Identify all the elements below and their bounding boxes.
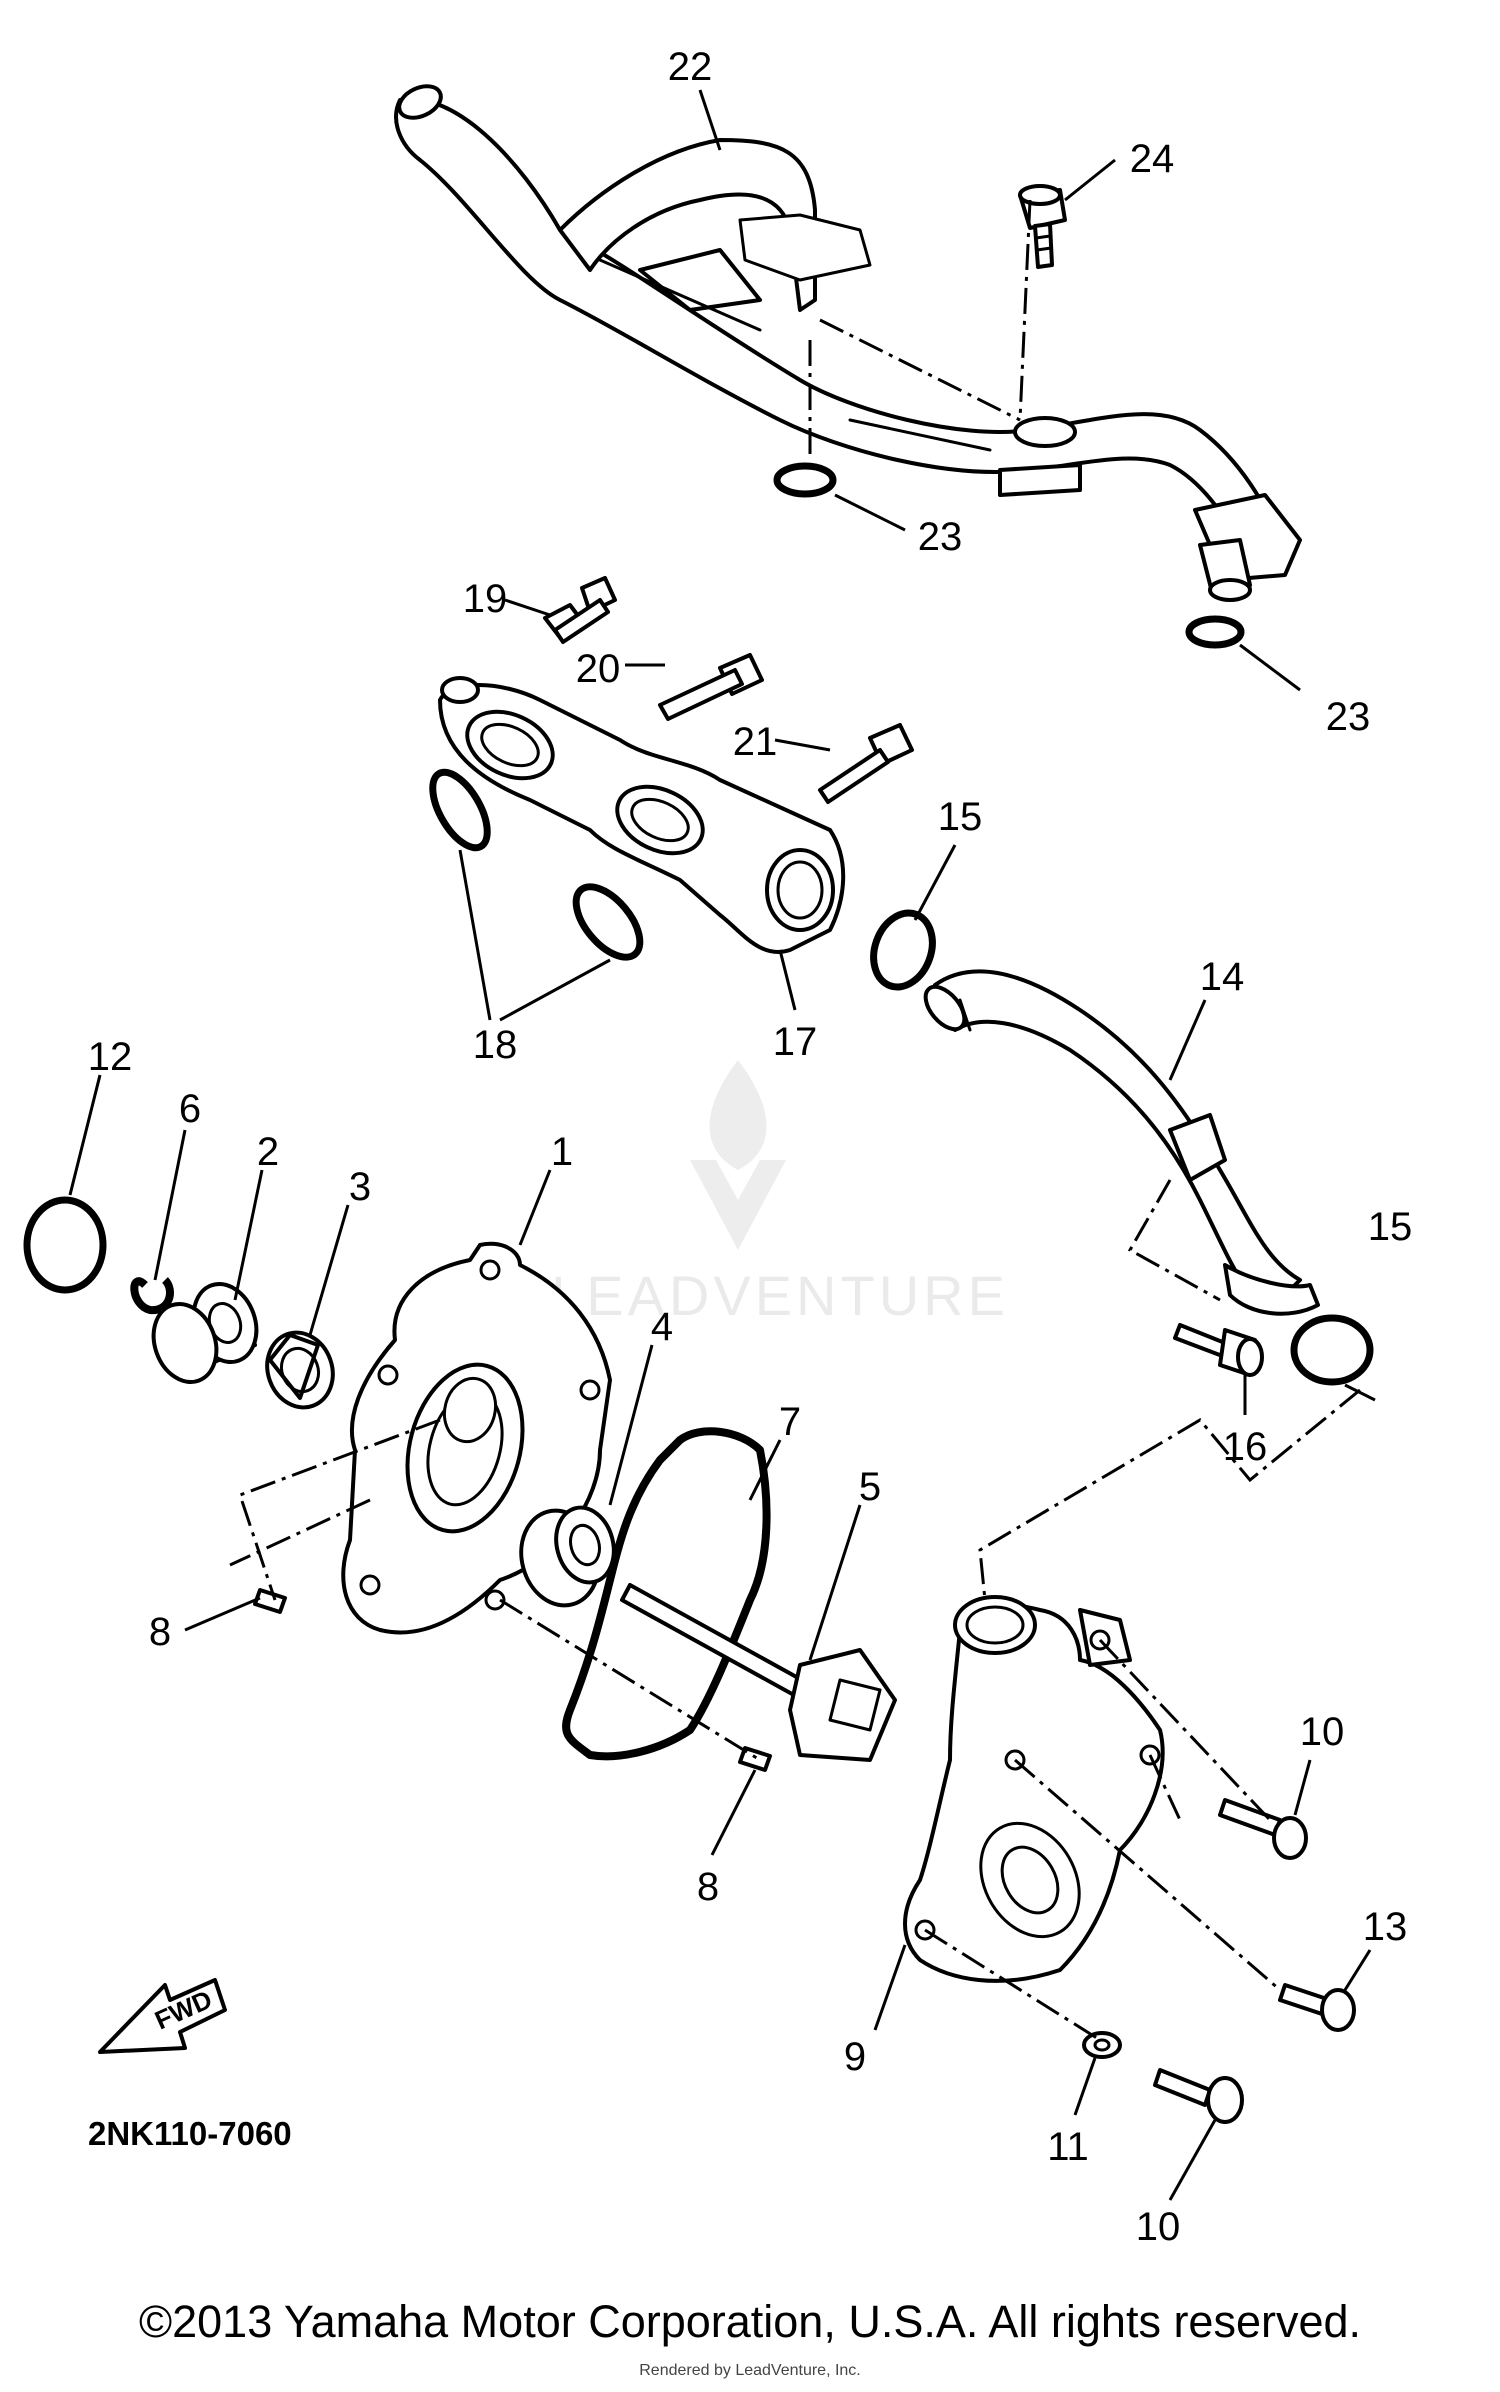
part-2-bearing (151, 1282, 259, 1384)
part-13-bolt (1278, 1983, 1356, 2032)
part-8-dowel-pin-a (253, 1588, 287, 1614)
alignment-lines (229, 199, 1361, 2042)
part-6-circlip (130, 1277, 174, 1315)
part-4-impeller (519, 1505, 616, 1608)
callout-2: 2 (257, 1130, 279, 1174)
part-16-bolt (1173, 1323, 1264, 1377)
callout-1: 1 (551, 1130, 573, 1174)
fwd-arrow-icon: FWD (98, 1978, 227, 2054)
part-10-bolt-upper (1218, 1798, 1308, 1860)
part-15-o-ring-lower (1290, 1314, 1374, 1386)
rendered-by-note: Rendered by LeadVenture, Inc. (639, 2362, 861, 2379)
callout-20: 20 (576, 647, 621, 691)
part-11-washer (1082, 2031, 1122, 2059)
callout-19: 19 (463, 577, 508, 621)
callout-17: 17 (773, 1020, 818, 1064)
callout-10b: 10 (1136, 2205, 1181, 2249)
part-21-bolt (818, 723, 914, 804)
callout-12: 12 (88, 1035, 133, 1079)
callout-8a: 8 (149, 1610, 171, 1654)
part-10-bolt-lower (1153, 2068, 1244, 2124)
callout-8b: 8 (697, 1865, 719, 1909)
callout-10a: 10 (1300, 1710, 1345, 1754)
callout-14: 14 (1200, 955, 1245, 999)
callout-7: 7 (779, 1400, 801, 1444)
watermark-text: LEADVENTURE (551, 1264, 1009, 1327)
callout-9: 9 (844, 2035, 866, 2079)
leader-lines (68, 89, 1376, 2201)
part-24-bolt (1018, 184, 1067, 269)
callout-24: 24 (1130, 137, 1175, 181)
copyright-notice: ©2013 Yamaha Motor Corporation, U.S.A. A… (138, 2296, 1362, 2347)
part-8-dowel-pin-b (738, 1746, 772, 1772)
part-18-o-ring-a (429, 768, 491, 852)
callout-15b: 15 (1368, 1205, 1413, 1249)
callout-3: 3 (349, 1165, 371, 1209)
callout-23a: 23 (918, 515, 963, 559)
part-22-coolant-pipe (394, 84, 1302, 602)
part-14-pipe (923, 969, 1320, 1316)
callout-22: 22 (668, 45, 713, 89)
callout-18: 18 (473, 1023, 518, 1067)
part-20-bolt (658, 653, 764, 721)
part-23-o-ring-right (1185, 615, 1245, 649)
callout-11: 11 (1047, 2125, 1089, 2169)
callout-13: 13 (1363, 1905, 1408, 1949)
part-5-shaft (620, 1583, 897, 1762)
callout-5: 5 (859, 1465, 881, 1509)
callout-23b: 23 (1326, 695, 1371, 739)
callout-21: 21 (733, 720, 778, 764)
part-18-o-ring-b (572, 883, 644, 961)
callout-labels: 22 24 23 23 19 20 21 15 14 17 18 12 6 2 … (88, 45, 1413, 2249)
part-19-bolt (543, 576, 617, 644)
watermark: LEADVENTURE (551, 1060, 1009, 1327)
part-3-seal (265, 1330, 335, 1410)
callout-15a: 15 (938, 795, 983, 839)
callout-16: 16 (1223, 1425, 1268, 1469)
part-9-pump-housing (903, 1595, 1165, 1983)
diagram-code: 2NK110-7060 (88, 2115, 292, 2152)
part-12-ring (23, 1196, 107, 1294)
part-15-o-ring-upper (870, 909, 936, 991)
part-17-housing (438, 676, 846, 954)
part-23-o-ring-left (773, 462, 837, 498)
part-7-gasket (562, 1427, 771, 1761)
callout-4: 4 (651, 1305, 673, 1349)
callout-6: 6 (179, 1087, 201, 1131)
